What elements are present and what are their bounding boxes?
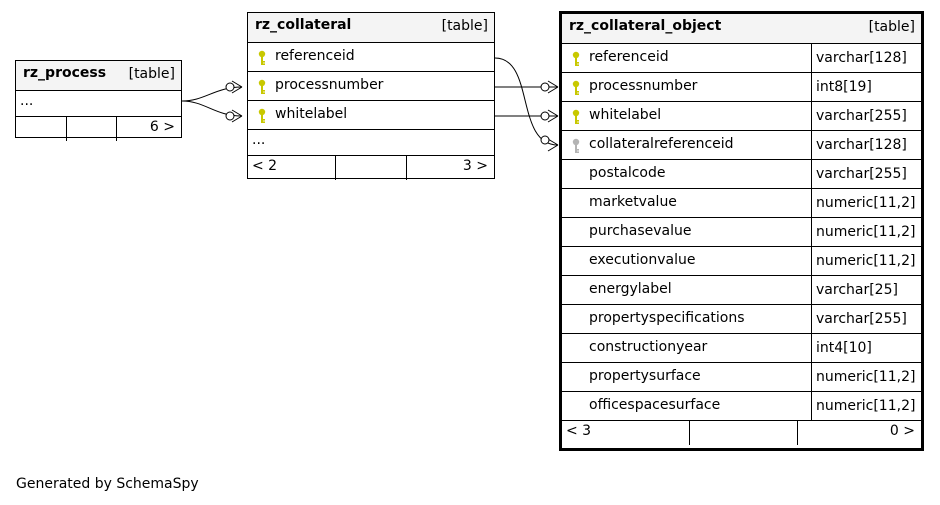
- column-row[interactable]: executionvalue numeric[11,2]: [562, 247, 921, 276]
- column-name: processnumber: [589, 78, 698, 94]
- edge-end-circle: [225, 82, 235, 92]
- column-row[interactable]: referenceid: [248, 43, 494, 72]
- column-type: int4[10]: [811, 334, 872, 362]
- foreign-key-icon: [571, 138, 581, 154]
- column-name: referenceid: [275, 48, 355, 64]
- table-rz-collateral-object[interactable]: rz_collateral_object [table] referenceid…: [559, 11, 924, 451]
- table-type: [table]: [441, 18, 488, 34]
- column-type: numeric[11,2]: [811, 189, 915, 217]
- column-row[interactable]: whitelabel varchar[255]: [562, 102, 921, 131]
- column-row[interactable]: referenceid varchar[128]: [562, 44, 921, 73]
- table-rz-process[interactable]: rz_process [table] ... 6 >: [15, 60, 182, 141]
- table-header: rz_process [table]: [16, 61, 181, 91]
- children-count[interactable]: 0 >: [889, 423, 915, 439]
- primary-key-icon: [571, 109, 581, 125]
- parents-count[interactable]: < 2: [252, 158, 278, 174]
- edge-process-to-collateral-processnumber: [181, 86, 243, 102]
- column-row[interactable]: energylabel varchar[25]: [562, 276, 921, 305]
- column-name: purchasevalue: [589, 223, 692, 239]
- column-type: varchar[255]: [811, 160, 907, 188]
- column-name: constructionyear: [589, 339, 708, 355]
- column-type: numeric[11,2]: [811, 247, 915, 275]
- column-name: whitelabel: [275, 106, 348, 122]
- parents-count[interactable]: < 3: [566, 423, 592, 439]
- column-name: postalcode: [589, 165, 666, 181]
- column-name: marketvalue: [589, 194, 677, 210]
- column-row[interactable]: propertyspecifications varchar[255]: [562, 305, 921, 334]
- table-header: rz_collateral_object [table]: [562, 14, 921, 44]
- column-type: varchar[255]: [811, 305, 907, 333]
- edge-process-to-collateral-whitelabel: [181, 100, 243, 117]
- table-type: [table]: [868, 19, 915, 35]
- column-name: propertyspecifications: [589, 310, 745, 326]
- column-name: whitelabel: [589, 107, 662, 123]
- column-type: numeric[11,2]: [811, 363, 915, 391]
- more-columns: ...: [16, 91, 181, 117]
- more-columns: ...: [248, 130, 494, 156]
- column-type: numeric[11,2]: [811, 218, 915, 246]
- column-type: varchar[128]: [811, 131, 907, 159]
- column-row[interactable]: postalcode varchar[255]: [562, 160, 921, 189]
- column-type: varchar[128]: [811, 44, 907, 72]
- column-type: numeric[11,2]: [811, 392, 915, 420]
- column-name: executionvalue: [589, 252, 696, 268]
- column-name: processnumber: [275, 77, 384, 93]
- column-name: energylabel: [589, 281, 672, 297]
- table-footer: < 2 3 >: [248, 156, 494, 180]
- column-row[interactable]: constructionyear int4[10]: [562, 334, 921, 363]
- column-row[interactable]: officespacesurface numeric[11,2]: [562, 392, 921, 421]
- table-name: rz_process: [23, 65, 107, 81]
- primary-key-icon: [257, 108, 267, 124]
- table-type: [table]: [128, 66, 175, 82]
- column-name: propertysurface: [589, 368, 701, 384]
- column-type: varchar[255]: [811, 102, 907, 130]
- column-row[interactable]: processnumber int8[19]: [562, 73, 921, 102]
- column-row[interactable]: purchasevalue numeric[11,2]: [562, 218, 921, 247]
- children-count[interactable]: 6 >: [149, 119, 175, 135]
- column-row[interactable]: marketvalue numeric[11,2]: [562, 189, 921, 218]
- primary-key-icon: [257, 50, 267, 66]
- column-row[interactable]: propertysurface numeric[11,2]: [562, 363, 921, 392]
- edge-referenceid: [494, 57, 559, 146]
- table-rz-collateral[interactable]: rz_collateral [table] referenceid process…: [247, 12, 495, 180]
- column-type: int8[19]: [811, 73, 872, 101]
- column-type: varchar[25]: [811, 276, 898, 304]
- children-count[interactable]: 3 >: [462, 158, 488, 174]
- column-row[interactable]: whitelabel: [248, 101, 494, 130]
- column-name: referenceid: [589, 49, 669, 65]
- primary-key-icon: [571, 51, 581, 67]
- column-name: officespacesurface: [589, 397, 721, 413]
- generated-by-credit: Generated by SchemaSpy: [16, 476, 199, 492]
- table-footer: 6 >: [16, 117, 181, 141]
- column-row[interactable]: collateralreferenceid varchar[128]: [562, 131, 921, 160]
- column-name: collateralreferenceid: [589, 136, 734, 152]
- table-footer: < 3 0 >: [562, 421, 921, 445]
- primary-key-icon: [257, 79, 267, 95]
- table-header: rz_collateral [table]: [248, 13, 494, 43]
- table-name: rz_collateral_object: [569, 18, 722, 34]
- table-name: rz_collateral: [255, 17, 352, 33]
- primary-key-icon: [571, 80, 581, 96]
- column-row[interactable]: processnumber: [248, 72, 494, 101]
